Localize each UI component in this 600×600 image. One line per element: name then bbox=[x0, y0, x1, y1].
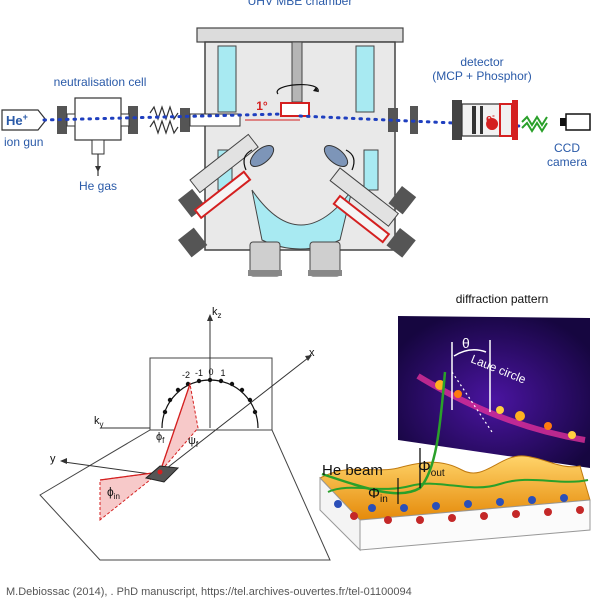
order-label-m2: -2 bbox=[182, 370, 190, 380]
neutralisation-label: neutralisation cell bbox=[54, 75, 147, 89]
rotation-arrow-icon bbox=[276, 84, 319, 95]
source-caption: M.Debiossac (2014), . PhD manuscript, ht… bbox=[6, 586, 412, 598]
ccd-camera-icon bbox=[560, 113, 591, 131]
detector-sublabel: (MCP + Phosphor) bbox=[432, 69, 532, 83]
scattering-geometry: kz x ky y -2 -1 0 1 ϕf bbox=[39, 306, 331, 561]
he-beam-label: He beam bbox=[322, 462, 383, 479]
detector-label: detector bbox=[460, 55, 503, 69]
diffraction-pattern-image bbox=[398, 316, 590, 468]
phi-f-label: ϕf bbox=[156, 431, 165, 445]
light-signal bbox=[521, 115, 548, 127]
he-gas-label: He gas bbox=[79, 179, 117, 193]
order-label-0: 0 bbox=[208, 367, 213, 377]
corrugated-surface bbox=[319, 455, 591, 521]
ion-gun bbox=[1, 109, 47, 131]
ccd-sublabel: camera bbox=[547, 155, 587, 169]
y-axis bbox=[63, 461, 159, 476]
y-label: y bbox=[50, 453, 56, 465]
electron-label: e- bbox=[486, 111, 495, 125]
he-beam-path bbox=[42, 112, 284, 122]
psi-f-label: ψf bbox=[188, 435, 199, 449]
surface-plane bbox=[39, 429, 331, 561]
ion-label: He+ bbox=[6, 112, 28, 128]
chamber-top-flange bbox=[196, 27, 404, 43]
effusion-cell-left bbox=[178, 133, 275, 258]
chamber-window-left bbox=[217, 45, 237, 113]
detector: e- bbox=[452, 100, 518, 140]
ky-label: ky bbox=[94, 415, 104, 429]
theta-label: θ bbox=[462, 335, 470, 351]
diffraction-spots bbox=[162, 377, 258, 415]
kz-label: kz bbox=[212, 306, 222, 320]
chamber-window-right-lower bbox=[363, 149, 379, 191]
pattern-bright-spots bbox=[435, 380, 576, 439]
chamber-schematic: UHV MBE chamber 1° bbox=[1, 0, 591, 277]
ion-gun-label: ion gun bbox=[4, 135, 43, 149]
order-label-1: 1 bbox=[220, 368, 225, 378]
sample-manipulator bbox=[291, 41, 303, 103]
x-label: x bbox=[309, 347, 315, 359]
phi-in-surface-label: Φin bbox=[368, 485, 388, 505]
order-label-m1: -1 bbox=[195, 368, 203, 378]
sample-surface bbox=[144, 465, 180, 483]
phi-out-label: Φout bbox=[418, 459, 445, 479]
he-scattered-beam bbox=[298, 114, 522, 128]
phi-in-label: ϕin bbox=[107, 485, 120, 501]
incidence-angle-label: 1° bbox=[256, 99, 268, 113]
diffraction-panel: diffraction pattern Laue circle θ bbox=[319, 292, 591, 552]
effusion-cell-right bbox=[323, 145, 417, 258]
chamber-title: UHV MBE chamber bbox=[248, 0, 353, 8]
theta-arrow bbox=[453, 349, 487, 357]
chamber-window-right bbox=[355, 45, 375, 113]
pattern-title: diffraction pattern bbox=[456, 292, 549, 306]
surface-atoms bbox=[334, 494, 584, 524]
x-axis bbox=[157, 357, 309, 476]
ccd-label: CCD bbox=[554, 141, 580, 155]
sample bbox=[280, 102, 310, 117]
